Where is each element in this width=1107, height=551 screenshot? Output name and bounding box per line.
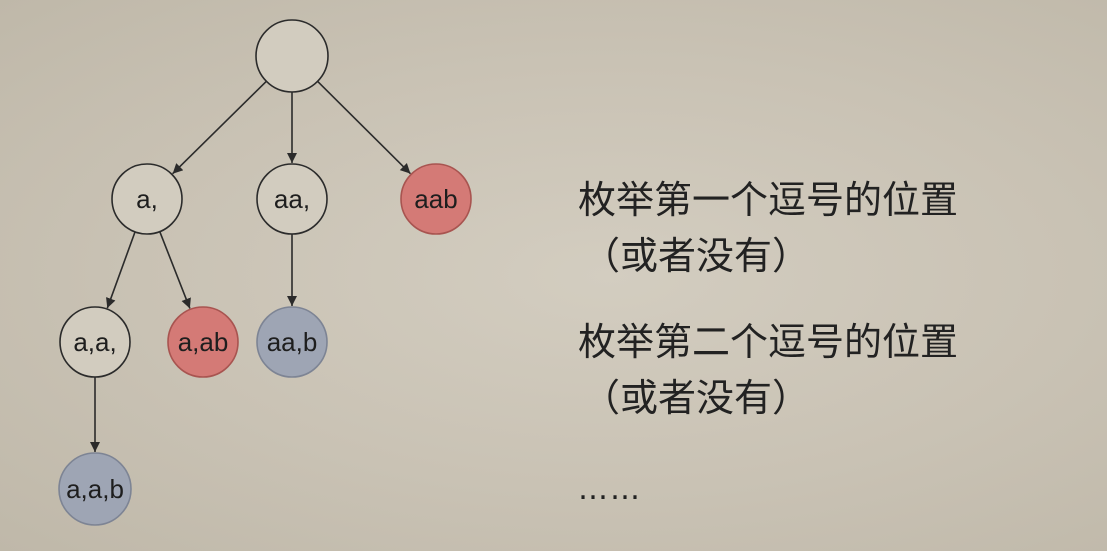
- tree-node-n5: a,ab: [167, 306, 239, 378]
- node-circle: [167, 306, 239, 378]
- tree-node-n3: aab: [400, 163, 472, 235]
- node-circle: [59, 306, 131, 378]
- node-label: a,a,: [73, 327, 116, 357]
- node-label: a,ab: [178, 327, 229, 357]
- note-first-or-none: （或者没有）: [582, 234, 811, 278]
- node-circle: [255, 19, 329, 93]
- tree-node-n2: aa,: [256, 163, 328, 235]
- tree-node-n6: aa,b: [256, 306, 328, 378]
- edge-n1-to-n4: [106, 231, 136, 309]
- tree-node-n1: a,: [111, 163, 183, 235]
- node-label: a,a,b: [66, 474, 124, 504]
- tree-nodes: a, aa, aab a,a, a,ab aa,b a,a,b: [58, 19, 472, 526]
- edge-root-to-n1: [172, 80, 267, 175]
- note-first-comma: 枚举第一个逗号的位置: [578, 178, 959, 222]
- tree-node-root: [255, 19, 329, 93]
- node-circle: [256, 163, 328, 235]
- note-ellipsis: ……: [578, 472, 642, 507]
- edge-root-to-n3: [316, 80, 412, 175]
- node-circle: [58, 452, 132, 526]
- node-circle: [400, 163, 472, 235]
- node-label: aab: [414, 184, 457, 214]
- note-second-or-none: （或者没有）: [582, 376, 811, 420]
- tree-edges: [90, 80, 412, 452]
- node-label: a,: [136, 184, 158, 214]
- tree-node-n4: a,a,: [59, 306, 131, 378]
- node-circle: [111, 163, 183, 235]
- node-label: aa,b: [267, 327, 318, 357]
- explanation-notes: 枚举第一个逗号的位置 （或者没有） 枚举第二个逗号的位置 （或者没有） ……: [578, 172, 1078, 510]
- note-second-comma: 枚举第二个逗号的位置: [578, 320, 959, 364]
- node-circle: [256, 306, 328, 378]
- edge-n1-to-n5: [159, 231, 191, 309]
- node-label: aa,: [274, 184, 310, 214]
- tree-node-n7: a,a,b: [58, 452, 132, 526]
